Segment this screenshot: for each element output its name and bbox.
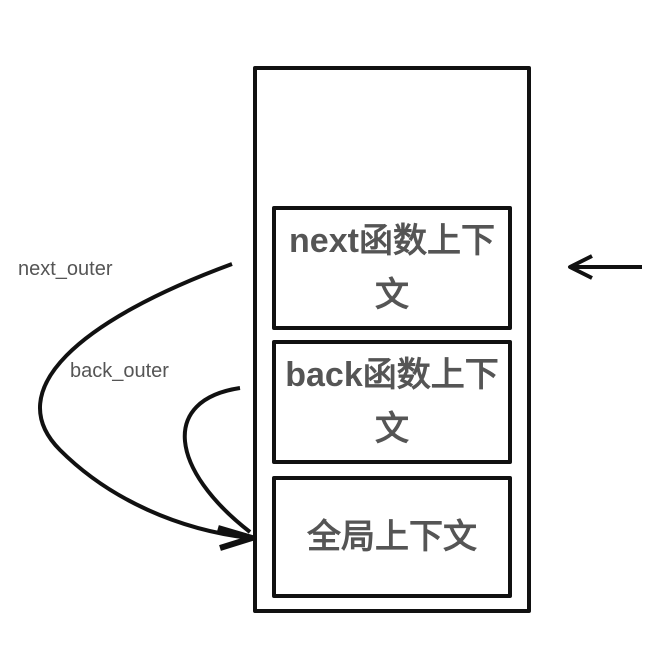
back-outer-arrow bbox=[183, 386, 252, 534]
stack-outer-box bbox=[253, 66, 531, 613]
stack-frame-box bbox=[272, 340, 512, 464]
global-context-frame: 全局上下文 bbox=[307, 517, 477, 556]
back-outer-label: back_outer bbox=[70, 360, 169, 382]
next-outer-arrow bbox=[38, 262, 251, 540]
back-context-frame: back函数上下文 bbox=[285, 355, 499, 448]
arrowhead bbox=[217, 525, 255, 551]
stack-frame-box bbox=[272, 476, 512, 598]
next-context-frame: next函数上下文 bbox=[289, 221, 495, 314]
next-outer-label: next_outer bbox=[18, 258, 113, 280]
pointer-arrow bbox=[568, 254, 642, 280]
stack-frame-box bbox=[272, 206, 512, 330]
